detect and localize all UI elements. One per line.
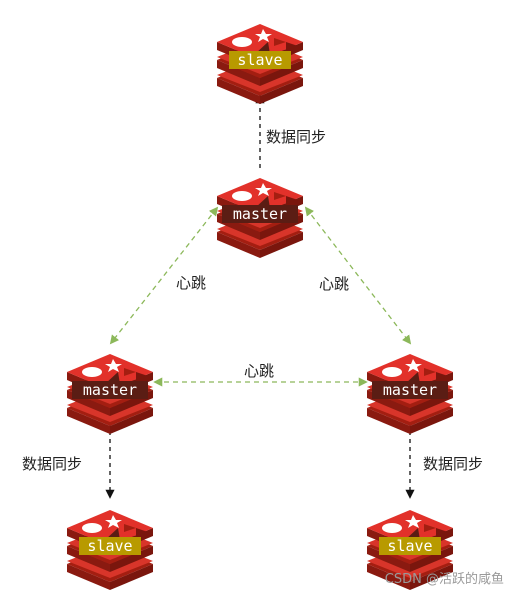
watermark: CSDN @活跃的咸鱼: [384, 572, 504, 587]
heartbeat-label-left: 心跳: [176, 274, 206, 292]
slave-label-band: [379, 537, 441, 555]
heartbeat-label-right: 心跳: [319, 275, 349, 293]
master-label-band: [222, 205, 298, 223]
node-label: master: [233, 205, 287, 223]
heartbeat-label-bottom: 心跳: [244, 362, 274, 380]
node-right-slave: slave: [367, 510, 453, 590]
master-label-band: [372, 381, 448, 399]
heartbeat-arrow-left: [109, 206, 219, 345]
node-left-master: master: [67, 354, 153, 434]
node-label: master: [83, 381, 137, 399]
node-label: slave: [87, 537, 132, 555]
sync-label-right: 数据同步: [423, 455, 483, 473]
sync-label-top: 数据同步: [266, 128, 326, 146]
heartbeat-arrow-right: [304, 206, 412, 345]
node-left-slave: slave: [67, 510, 153, 590]
slave-label-band: [79, 537, 141, 555]
sync-label-left: 数据同步: [22, 455, 82, 473]
node-top-slave: slave: [217, 24, 303, 104]
slave-label-band: [229, 51, 291, 69]
node-label: slave: [237, 51, 282, 69]
node-label: master: [383, 381, 437, 399]
node-top-master: master: [217, 178, 303, 258]
node-right-master: master: [367, 354, 453, 434]
master-label-band: [72, 381, 148, 399]
node-label: slave: [387, 537, 432, 555]
